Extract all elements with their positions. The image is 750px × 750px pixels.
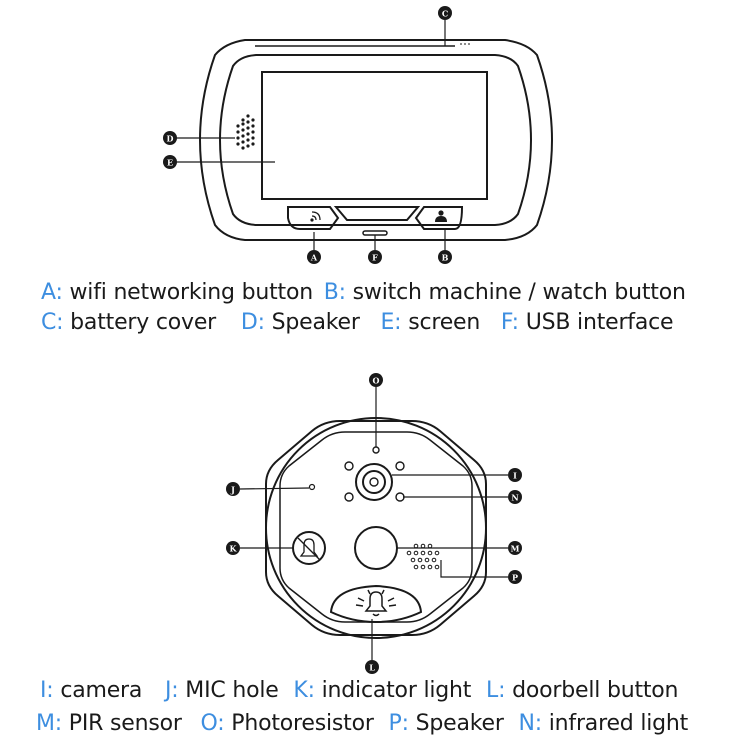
legend-f: F: USB interface (500, 310, 674, 335)
screen (261, 71, 488, 200)
indicator-light (292, 531, 326, 565)
back-legend-row-1: I: camera J: MIC hole K: indicator light… (0, 678, 750, 703)
callout-l-label: L (369, 663, 375, 673)
mic-hole (308, 483, 316, 491)
callout-o-label: O (373, 376, 380, 386)
legend-l: L: doorbell button (486, 678, 679, 703)
callout-j: J (226, 482, 240, 496)
wifi-icon (310, 211, 321, 222)
callout-k-label: K (230, 544, 238, 554)
camera (355, 463, 393, 501)
usb-port (362, 230, 388, 236)
legend-p: P: Speaker (388, 711, 504, 736)
legend-i: I: camera (40, 678, 143, 703)
wifi-button[interactable] (287, 206, 340, 230)
callout-n: N (508, 490, 522, 504)
doorbell-bell-icon (355, 589, 397, 617)
pir-sensor (354, 526, 398, 570)
callout-a: A (307, 250, 321, 264)
watch-button[interactable] (414, 206, 464, 230)
front-speaker-grill (236, 114, 255, 150)
infrared-lights (344, 461, 405, 502)
callout-m-label: M (511, 544, 520, 554)
back-legend-row-2: M: PIR sensor O: Photoresistor P: Speake… (0, 711, 750, 736)
callout-d-label: D (167, 134, 174, 144)
legend-b: B: switch machine / watch button (323, 280, 686, 305)
callout-e-label: E (167, 158, 173, 168)
legend-c: C: battery cover (41, 310, 217, 335)
callout-b-label: B (442, 253, 449, 263)
callouts: C D E A F B O I J N K M P L (163, 6, 522, 674)
bell-icon (299, 538, 319, 557)
callout-f-label: F (372, 253, 378, 263)
callout-a-label: A (310, 253, 318, 263)
callout-f: F (368, 250, 382, 264)
callout-d: D (163, 131, 177, 145)
callout-b: B (438, 250, 452, 264)
callout-p-label: P (512, 573, 518, 583)
person-icon (435, 210, 447, 222)
legend-e: E: screen (380, 310, 481, 335)
legend-n: N: infrared light (518, 711, 689, 736)
callout-l: L (365, 660, 379, 674)
callout-j-label: J (230, 485, 235, 495)
doorbell-button[interactable] (329, 584, 423, 624)
legend-o: O: Photoresistor (200, 711, 374, 736)
callout-i-label: I (513, 471, 517, 481)
legend-a: A: wifi networking button (41, 280, 313, 305)
front-legend-row-2: C: battery cover D: Speaker E: screen F:… (0, 310, 750, 335)
callout-p: P (508, 570, 522, 584)
front-view-device (199, 39, 553, 241)
front-legend-row-1: A: wifi networking button B: switch mach… (0, 280, 750, 305)
callout-k: K (226, 541, 240, 555)
back-view-device (265, 417, 487, 639)
callout-m: M (508, 541, 522, 555)
legend-d: D: Speaker (240, 310, 360, 335)
callout-c: C (438, 6, 452, 20)
callout-i: I (508, 468, 522, 482)
callout-e: E (163, 155, 177, 169)
legend-m: M: PIR sensor (36, 711, 182, 736)
photoresistor (372, 446, 380, 454)
legend-j: J: MIC hole (164, 678, 279, 703)
callout-o: O (369, 373, 383, 387)
callout-n-label: N (511, 493, 518, 503)
center-button[interactable] (333, 206, 421, 221)
legend-k: K: indicator light (293, 678, 472, 703)
callout-c-label: C (442, 9, 448, 19)
